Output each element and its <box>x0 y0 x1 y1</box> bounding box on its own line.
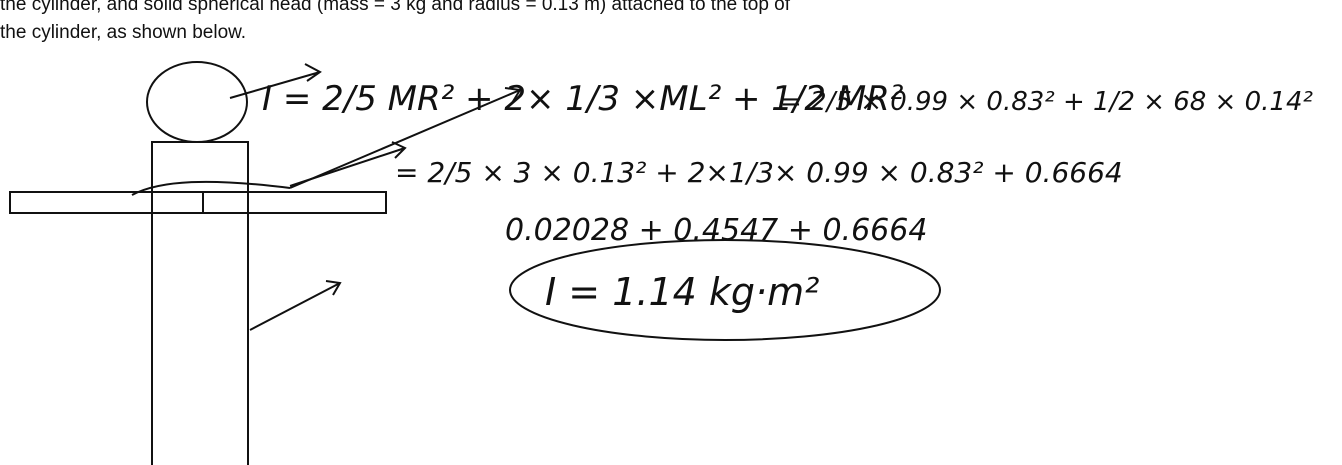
arrow-cylinder-to-formula <box>249 280 342 331</box>
problem-text-line-1: the cylinder, and solid spherical head (… <box>0 0 791 15</box>
arrow-arm-to-sum <box>289 141 407 187</box>
cylinder-body <box>151 141 249 465</box>
spherical-head <box>146 61 248 143</box>
result-oval <box>509 239 941 341</box>
arrow-head-to-formula <box>229 63 322 99</box>
arm-marker-curve <box>131 180 291 196</box>
right-arm <box>202 191 387 214</box>
body-diagram <box>9 61 522 465</box>
hw-result: I = 1.14 kg·m² <box>545 270 819 314</box>
hw-line-3: 0.02028 + 0.4547 + 0.6664 <box>505 213 927 248</box>
problem-text-line-2: the cylinder, as shown below. <box>0 22 247 43</box>
arrow-arm-to-formula <box>289 87 522 189</box>
hw-line-1: I = 2/5 MR² + 2× 1/3 ×ML² + 1/2 MR² <box>262 79 904 119</box>
left-arm <box>9 191 204 214</box>
hw-line-2: = 2/5 × 3 × 0.13² + 2×1/3× 0.99 × 0.83² … <box>395 156 1123 189</box>
hw-line-1-continued: = 2/5 × 0.99 × 0.83² + 1/2 × 68 × 0.14² <box>780 87 1313 117</box>
